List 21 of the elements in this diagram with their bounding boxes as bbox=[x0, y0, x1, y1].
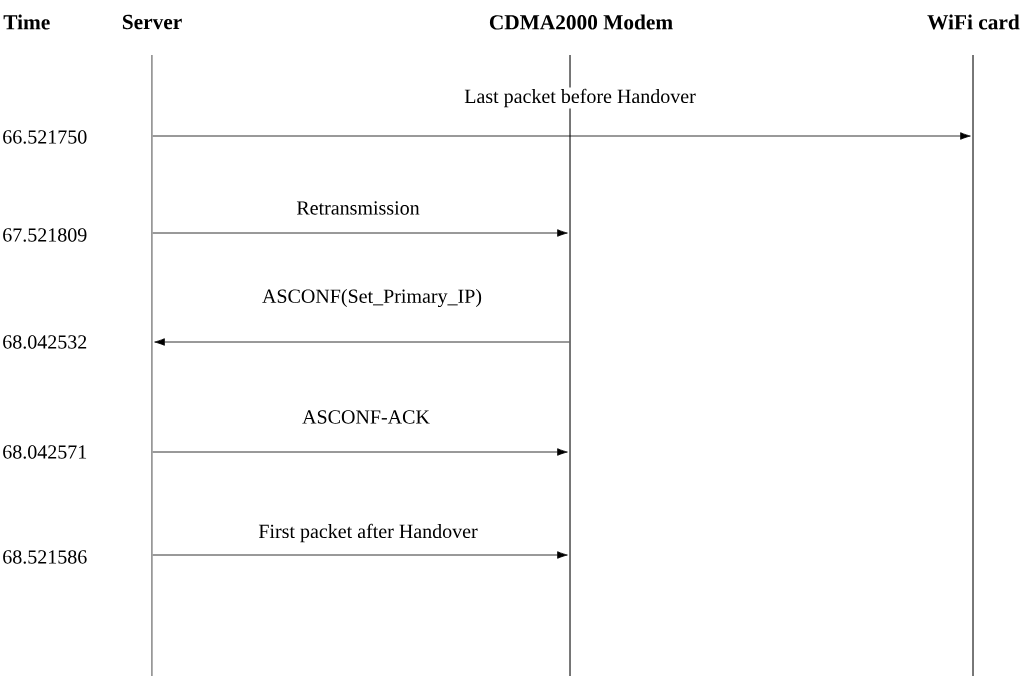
edge-label: Retransmission bbox=[295, 199, 421, 217]
lifeline: Server bbox=[122, 14, 182, 676]
message-arrow bbox=[152, 448, 568, 456]
message-arrow bbox=[152, 132, 971, 140]
timestamp: 67.521809 bbox=[3, 228, 87, 242]
message-arrow bbox=[152, 229, 568, 237]
edge-label: First packet after Handover bbox=[257, 522, 479, 544]
edge-label: Last packet before Handover bbox=[462, 87, 698, 109]
timestamp: 66.521750 bbox=[3, 130, 87, 144]
timestamp: 68.042571 bbox=[3, 445, 87, 459]
edge-label: ASCONF-ACK bbox=[300, 408, 432, 426]
node-label: Server bbox=[122, 14, 182, 30]
message-arrow bbox=[152, 551, 568, 559]
node-label: CDMA2000 Modem bbox=[489, 14, 673, 30]
column-heading: Time bbox=[3, 14, 50, 30]
message-arrow bbox=[154, 338, 570, 346]
timestamp: 68.042532 bbox=[3, 335, 87, 349]
timestamp: 68.521586 bbox=[3, 550, 87, 564]
lifeline: WiFi card bbox=[927, 14, 1020, 676]
edge-label: ASCONF(Set_Primary_IP) bbox=[260, 287, 484, 309]
node-label: WiFi card bbox=[927, 14, 1020, 30]
